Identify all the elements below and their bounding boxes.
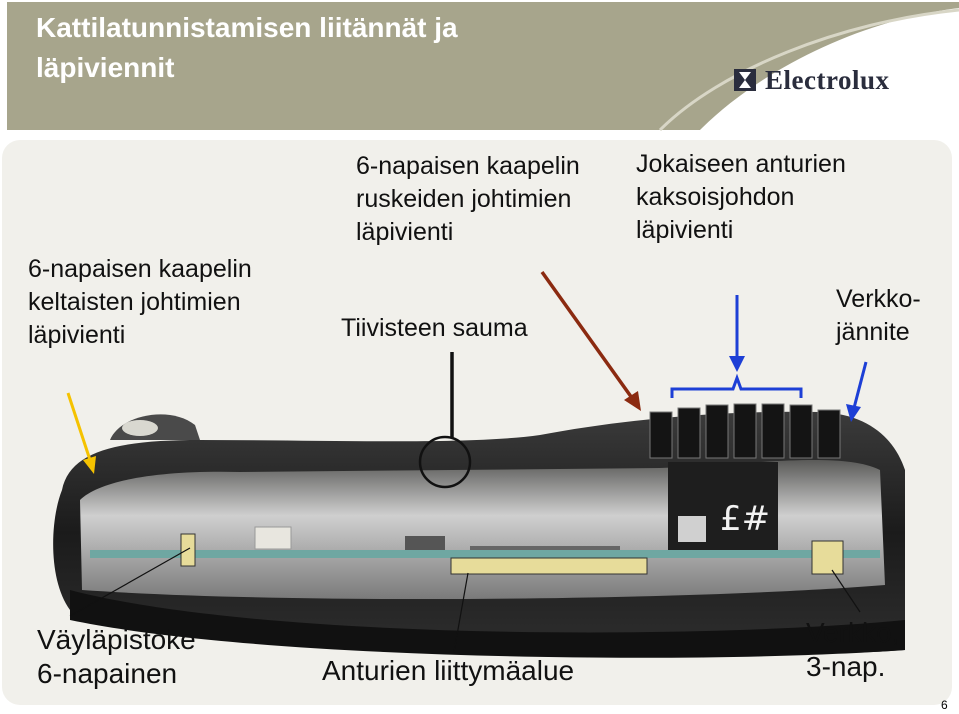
mains-connector-box bbox=[811, 540, 844, 575]
bus-connector-box bbox=[180, 533, 196, 567]
bus-leader-line bbox=[69, 547, 191, 617]
electrolux-logo: Electrolux bbox=[733, 60, 889, 100]
slide-title: Kattilatunnistamisen liitännät ja läpivi… bbox=[36, 12, 458, 83]
label-yellow-feedthrough: 6-napaisen kaapelin keltaisten johtimien… bbox=[28, 255, 252, 349]
header-swoosh bbox=[658, 2, 959, 132]
label-seal-seam: Tiivisteen sauma bbox=[341, 314, 528, 342]
electrolux-mark-icon bbox=[734, 69, 756, 91]
yellow-arrow-icon bbox=[66, 392, 96, 474]
label-sensor-connection-area: Anturien liittymäalue bbox=[322, 655, 575, 686]
label-bus-connector: Väyläpistoke 6-napainen bbox=[37, 624, 196, 689]
seal-marker-circle bbox=[418, 435, 472, 489]
blue-brace-icon bbox=[670, 373, 803, 398]
blue-arrow-down-icon bbox=[729, 295, 745, 372]
label-brown-feedthrough: 6-napaisen kaapelin ruskeiden johtimien … bbox=[356, 152, 580, 246]
brown-arrow-icon bbox=[540, 270, 641, 411]
header-bar bbox=[7, 2, 667, 130]
sensor-leader-line bbox=[453, 572, 469, 653]
svg-text:£#: £# bbox=[720, 499, 770, 539]
brand-name: Electrolux bbox=[765, 64, 890, 95]
sensor-area-box bbox=[450, 557, 648, 575]
slide-header: Kattilatunnistamisen liitännät ja läpivi… bbox=[0, 0, 959, 135]
label-single-sensor-feedthrough: Jokaiseen anturien kaksoisjohdon läpivie… bbox=[636, 150, 846, 244]
page-number: 6 bbox=[941, 698, 948, 712]
label-mains-voltage: Verkko- jännite bbox=[836, 285, 921, 346]
blue-arrow-mains-icon bbox=[846, 361, 868, 422]
mains-leader-line bbox=[831, 569, 861, 613]
label-mains-connector: Verkko, 3-nap. bbox=[806, 617, 900, 682]
